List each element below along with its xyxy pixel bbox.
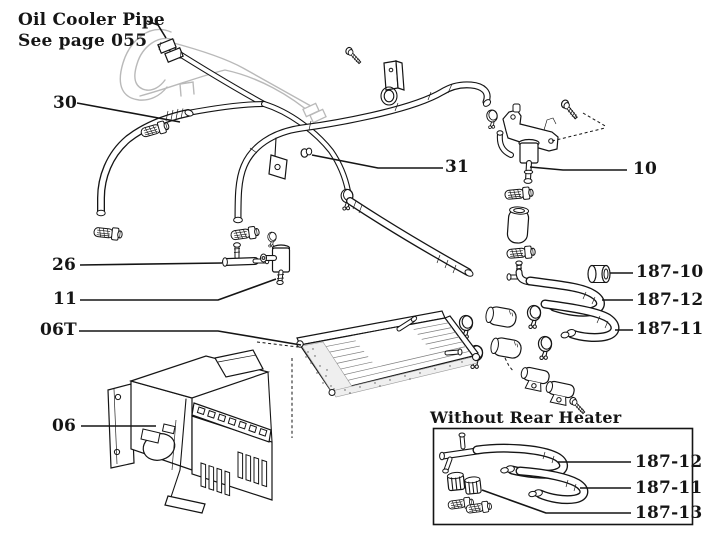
callout-187-10: 187-10 bbox=[636, 262, 704, 282]
p-clamp bbox=[380, 60, 405, 106]
inset-box bbox=[432, 427, 694, 526]
callout-10: 10 bbox=[633, 159, 658, 179]
note-line-1: Oil Cooler Pipe bbox=[18, 10, 165, 30]
valve-bolt bbox=[556, 97, 584, 121]
grommet-187-10 bbox=[587, 264, 611, 284]
callout-31: 31 bbox=[445, 157, 470, 177]
clips-and-hoses bbox=[435, 304, 555, 373]
hose-30 bbox=[92, 108, 194, 242]
nut-31 bbox=[300, 147, 313, 158]
valve-11 bbox=[260, 231, 291, 285]
heater-valve-10 bbox=[484, 103, 559, 184]
inset-callout-187-11: 187-11 bbox=[635, 478, 703, 498]
inset-callout-187-13: 187-13 bbox=[635, 503, 703, 523]
clamp-hose-stack bbox=[504, 186, 537, 261]
inset-caps-187-13 bbox=[446, 471, 482, 495]
hose-187-11 bbox=[540, 299, 620, 342]
callout-11: 11 bbox=[53, 289, 78, 309]
callout-26: 26 bbox=[52, 255, 77, 275]
bolt-dash-lines bbox=[551, 112, 608, 142]
note-line-2: See page 055 bbox=[18, 31, 148, 51]
mount-dash-lines bbox=[256, 341, 299, 438]
callout-187-12: 187-12 bbox=[636, 290, 704, 310]
inset-callout-187-12: 187-12 bbox=[635, 452, 703, 472]
callout-06: 06 bbox=[52, 416, 77, 436]
check-valves bbox=[517, 365, 590, 416]
main-heater-pipe bbox=[233, 81, 492, 224]
callout-187-11: 187-11 bbox=[636, 319, 704, 339]
inset-t-fitting bbox=[439, 432, 481, 474]
blower-unit bbox=[107, 349, 273, 514]
callout-06t: 06T bbox=[40, 320, 77, 340]
inset-title: Without Rear Heater bbox=[430, 408, 622, 427]
inset-clamps bbox=[447, 496, 493, 516]
diagonal-hose bbox=[339, 187, 474, 277]
oil-pipe-clamp bbox=[157, 38, 184, 63]
heater-core bbox=[296, 310, 480, 398]
callout-30: 30 bbox=[53, 93, 78, 113]
leader-lines bbox=[76, 20, 633, 427]
inset-leader-lines bbox=[481, 461, 631, 514]
screw-icon bbox=[341, 45, 366, 66]
inset-hose-187-11 bbox=[515, 466, 589, 505]
oil-cooler-pipe-ghost bbox=[119, 28, 327, 124]
